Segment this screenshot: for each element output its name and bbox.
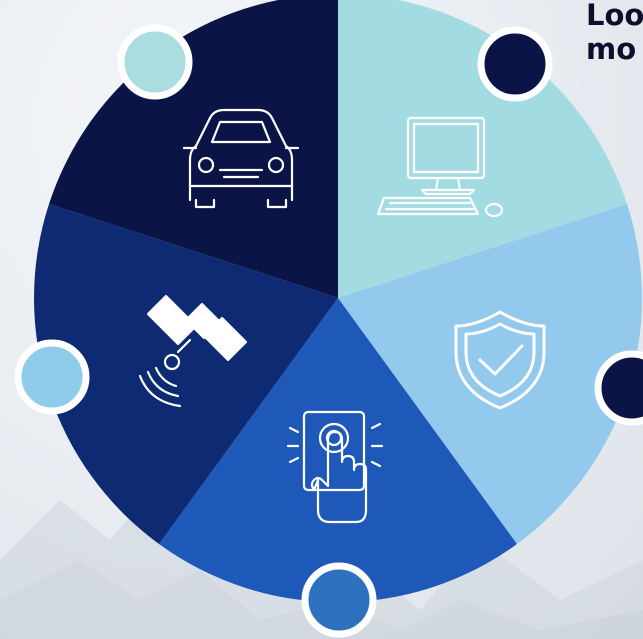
node-right xyxy=(594,350,643,426)
touch-screen-icon xyxy=(286,410,384,524)
node-bottom xyxy=(301,562,377,638)
heading-line-1: Loo xyxy=(586,0,643,32)
outer-nodes xyxy=(14,24,643,638)
satellite-icon xyxy=(138,294,248,408)
segment-satellite xyxy=(34,204,338,544)
computer-icon xyxy=(376,116,504,218)
segment-computer xyxy=(338,0,627,298)
heading-text: Loo mo xyxy=(586,0,643,66)
node-top-right xyxy=(477,26,553,102)
shield-check-icon xyxy=(454,310,546,410)
car-icon xyxy=(182,108,300,209)
segment-shield xyxy=(338,204,642,544)
node-left xyxy=(14,339,90,415)
segment-touch xyxy=(159,298,517,603)
heading-line-2: mo xyxy=(586,32,637,66)
pie-chart xyxy=(34,0,642,603)
node-top-left xyxy=(117,24,193,100)
